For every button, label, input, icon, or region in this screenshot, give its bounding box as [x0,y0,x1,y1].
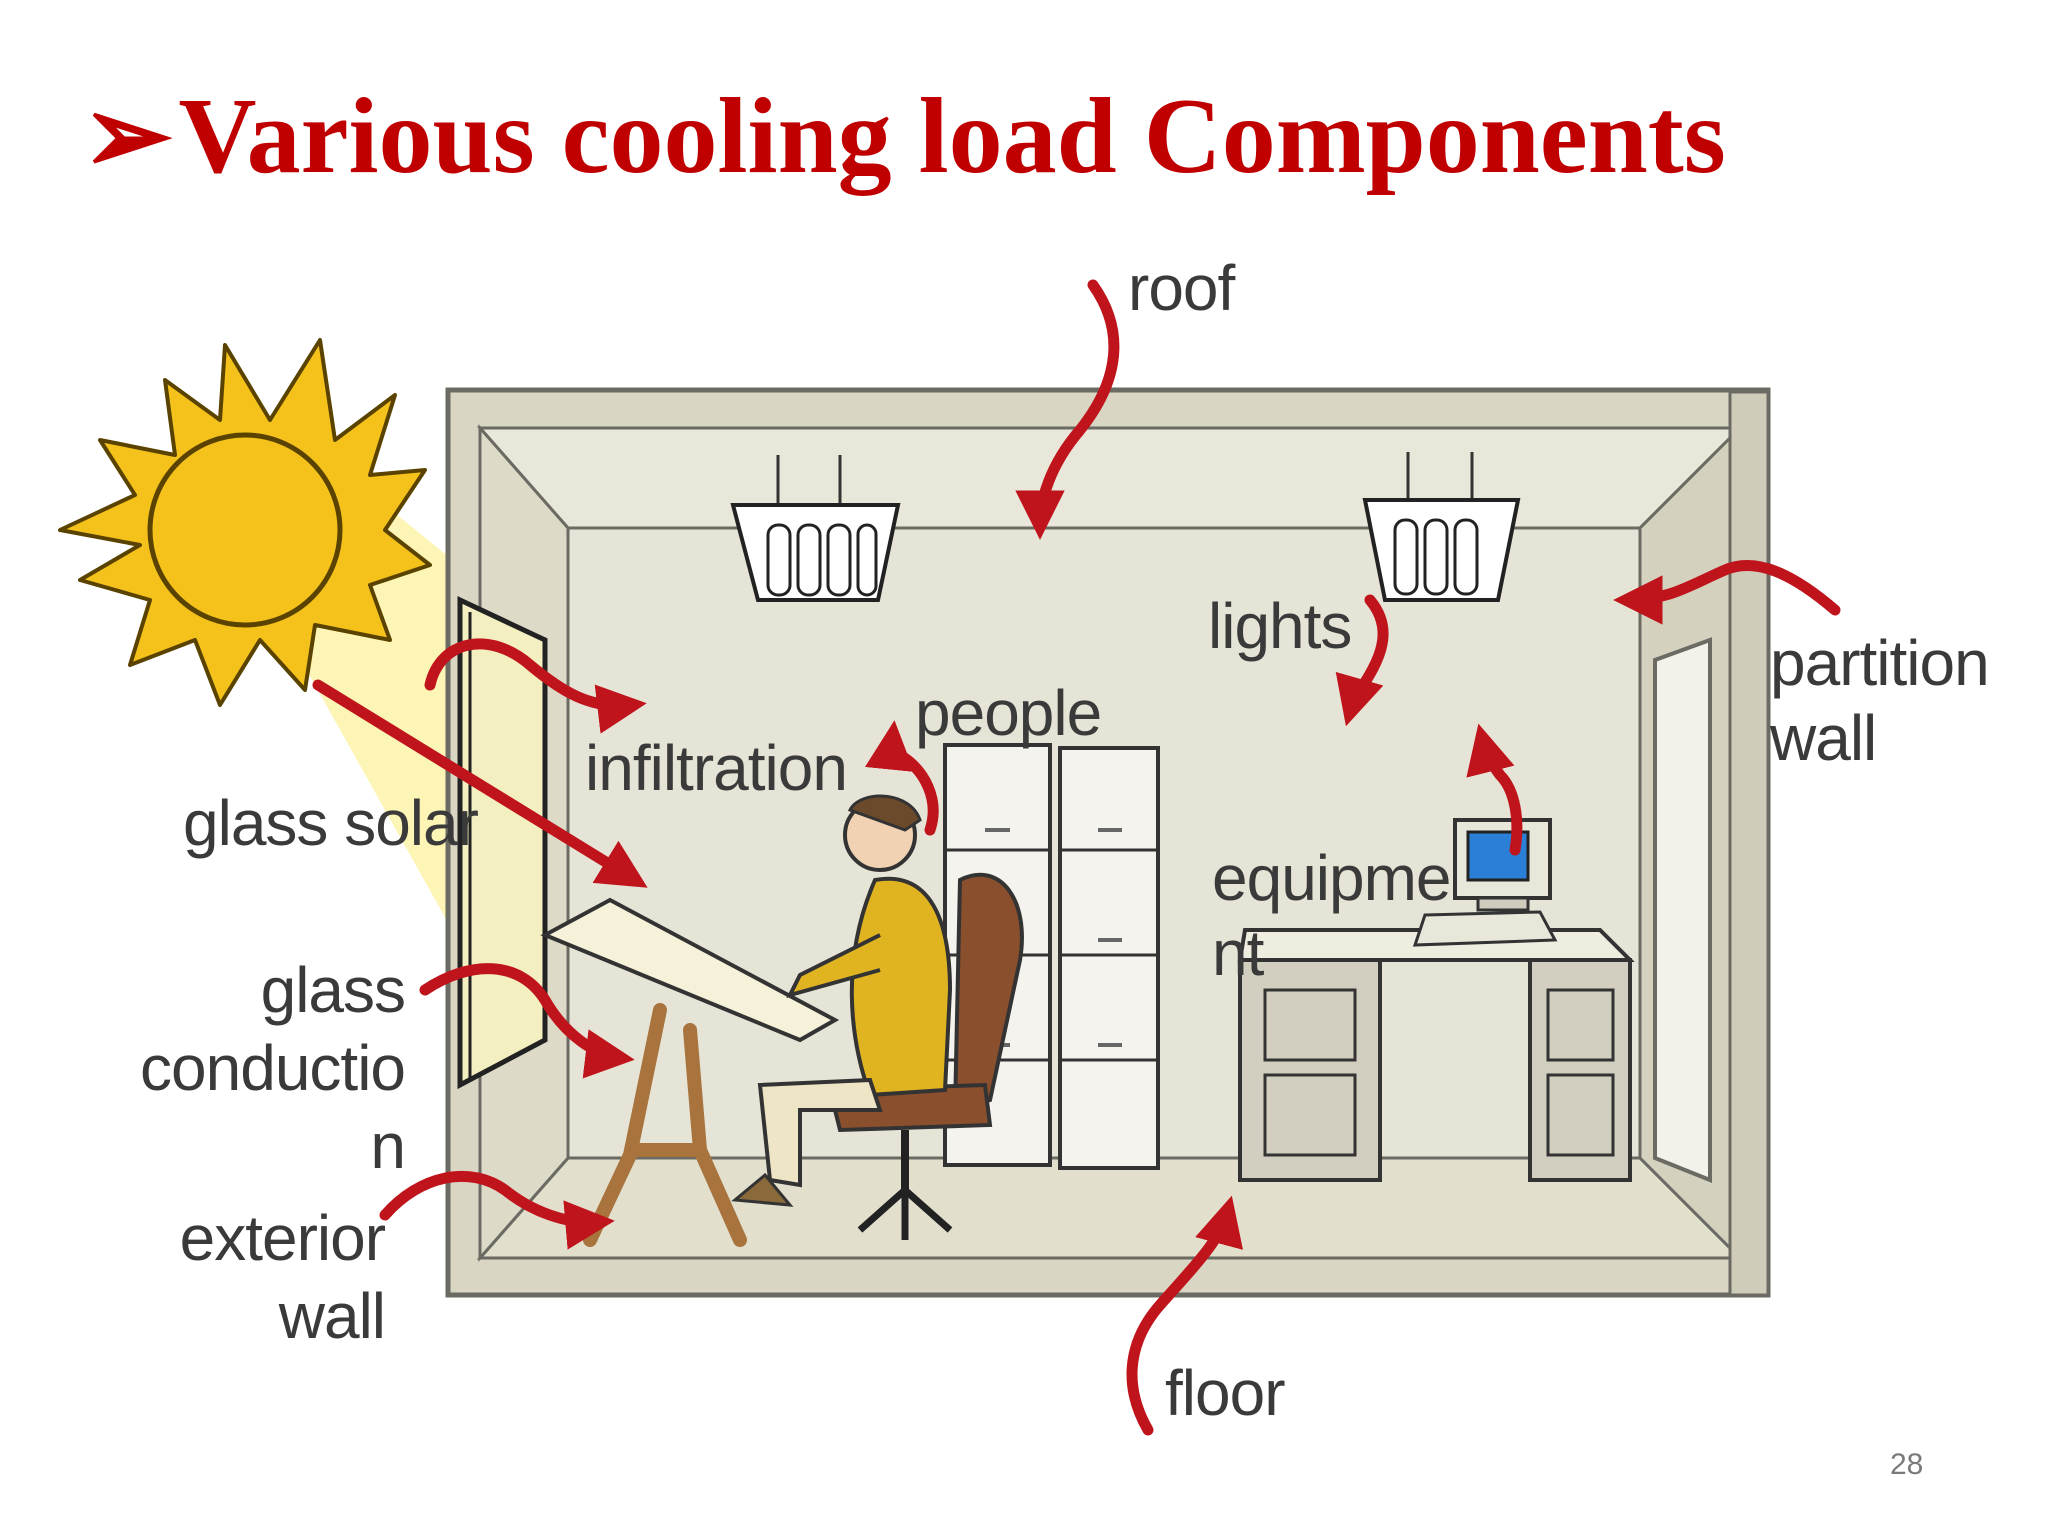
sun-icon [58,338,432,707]
computer-icon [1412,818,1558,947]
ceiling-light-icon [730,455,901,602]
slide-title: ➢Various cooling load Components [82,77,1726,197]
ceiling-light-icon [1362,452,1521,602]
label-partition-wall-line1: partition [1770,627,1989,699]
label-infiltration: infiltration [585,732,847,804]
label-roof: roof [1128,252,1236,324]
title-text: Various cooling load Components [178,77,1726,196]
label-partition-wall-line2: wall [1769,702,1876,774]
people-arrow [864,720,939,836]
desk [1237,928,1635,1182]
equipment-arrow [1466,723,1523,856]
label-exterior-wall-line2: wall [278,1280,385,1352]
partition-wall-arrow [1613,560,1841,625]
label-floor: floor [1165,1357,1285,1429]
label-glass-solar: glass solar [183,787,479,859]
person-icon [731,794,953,1207]
label-lights: lights [1208,590,1351,662]
diagram-labels: roof lights partition wall people infilt… [140,252,1990,1429]
label-people: people [915,677,1101,749]
infiltration-arrow [424,638,647,734]
exterior-wall-arrow [379,1170,615,1250]
label-glass-conduction-line2: conductio [140,1032,405,1104]
page-number: 28 [1890,1448,1924,1481]
label-equipment-line2: nt [1212,917,1265,989]
floor-arrow [1126,1195,1243,1436]
roof-arrow [1015,279,1120,540]
label-equipment-line1: equipme [1212,842,1451,914]
glass-solar-arrow [312,679,648,888]
title-bullet-icon: ➢ [82,77,173,196]
lights-arrow [1335,594,1389,727]
label-exterior-wall-line1: exterior [180,1202,386,1274]
glass-conduction-arrow [419,963,635,1079]
label-glass-conduction-line3: n [370,1110,405,1182]
label-glass-conduction-line1: glass [261,954,405,1026]
